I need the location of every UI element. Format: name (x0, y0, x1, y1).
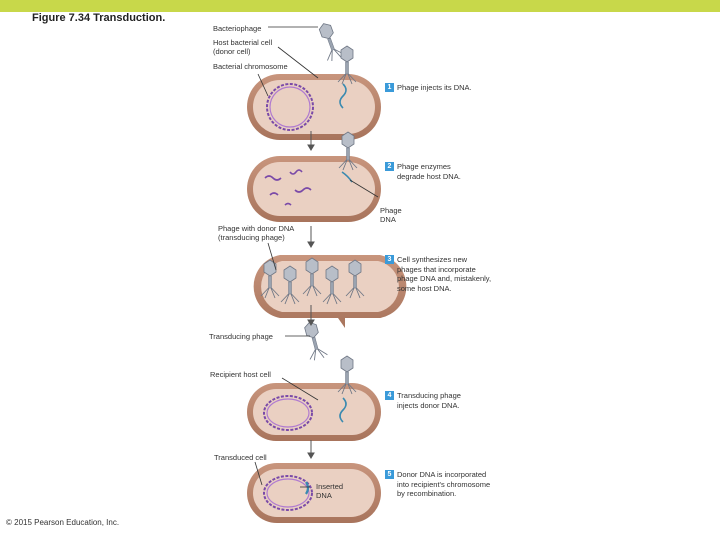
phage-with-donor-label-line2: (transducing phage) (218, 233, 285, 242)
header-bar (0, 0, 720, 12)
step-3-text-line2: phages that incorporate (397, 264, 476, 274)
host-cell-label-line2: (donor cell) (213, 47, 251, 56)
phage-with-donor-label-line1: Phage with donor DNA (218, 224, 295, 233)
transduced-cell-5 (247, 463, 381, 523)
step-5-badge: 5 (385, 470, 394, 479)
host-cell-label-line1: Host bacterial cell (213, 38, 273, 47)
transduced-cell-label: Transduced cell (214, 453, 267, 462)
step-1-text: Phage injects its DNA. (397, 83, 472, 92)
step-2-badge: 2 (385, 162, 394, 171)
step-1-badge: 1 (385, 83, 394, 92)
donor-cell-1 (247, 74, 381, 140)
recipient-cell-4 (247, 383, 381, 441)
inserted-dna-label-line1: Inserted (316, 482, 344, 491)
bacteriophage-label: Bacteriophage (213, 24, 262, 33)
recipient-host-cell-label: Recipient host cell (210, 370, 271, 379)
step-4-text-line2: injects donor DNA. (397, 400, 460, 410)
step-5-text-line2: into recipient's chromosome (397, 479, 491, 489)
transducing-phage-label: Transducing phage (209, 332, 273, 341)
step-2-text-line2: degrade host DNA. (397, 171, 461, 181)
bacterial-chromosome-label: Bacterial chromosome (213, 62, 288, 71)
phage-dna-label-line2: DNA (380, 215, 396, 224)
step-3-badge: 3 (385, 255, 394, 264)
step-4-badge: 4 (385, 391, 394, 400)
step-3-text-line4: some host DNA. (397, 283, 452, 293)
step-5-text-line3: by recombination. (397, 489, 457, 498)
step-2-text-line1: Phage enzymes (397, 162, 451, 171)
figure-title: Figure 7.34 Transduction. (32, 12, 166, 24)
step-3-text-line3: phage DNA and, mistakenly, (397, 274, 492, 283)
donor-cell-2 (247, 156, 381, 222)
phage-dna-label-line1: Phage (380, 206, 402, 215)
step-4-text-line1: Transducing phage (397, 391, 461, 400)
copyright-notice: © 2015 Pearson Education, Inc. (6, 518, 120, 527)
step-5-text-line1: Donor DNA is incorporated (397, 470, 487, 479)
inserted-dna-label-line2: DNA (316, 491, 332, 500)
donor-cell-3 (253, 255, 407, 328)
step-3-text-line1: Cell synthesizes new (397, 255, 468, 264)
